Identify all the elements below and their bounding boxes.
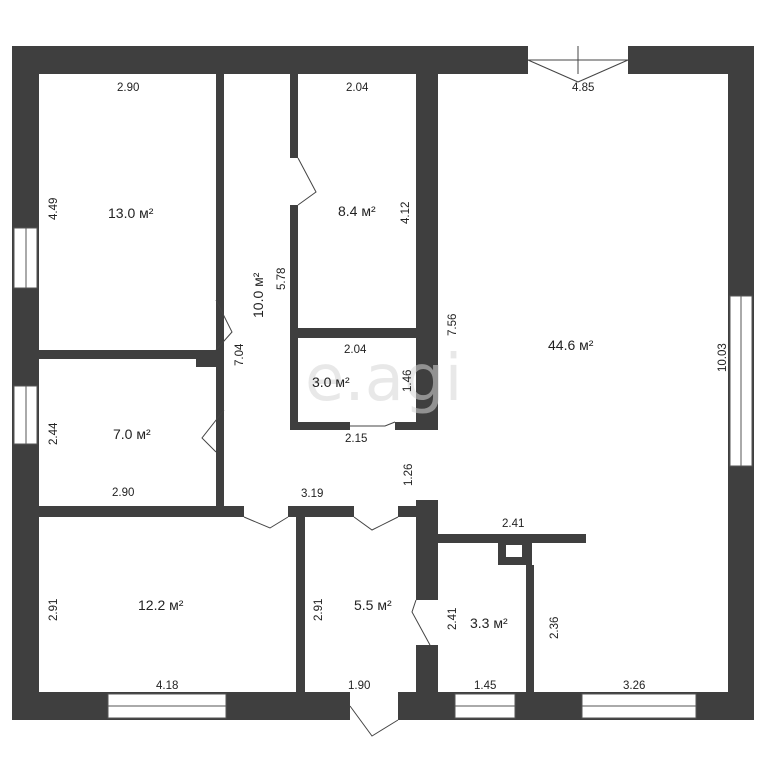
dimension-label: 7.04 [234, 343, 246, 366]
dimension-label: 2.41 [502, 518, 524, 530]
dimension-label: 5.78 [276, 268, 288, 290]
dimension-labels: 2.90 4.49 2.04 4.12 4.85 5.78 7.04 7.56 … [48, 82, 729, 692]
dimension-label: 2.91 [313, 599, 325, 621]
dimension-label: 4.85 [572, 82, 594, 94]
dimension-label: 2.91 [48, 599, 60, 621]
ventilation-shaft [506, 545, 522, 557]
dimension-label: 3.26 [623, 680, 645, 692]
watermark: e.agi [305, 342, 462, 416]
dimension-label: 2.44 [48, 422, 60, 445]
dimension-label: 1.26 [403, 464, 415, 486]
room-area-label: 8.4 м² [338, 203, 376, 219]
room-area-label: 3.3 м² [470, 615, 508, 631]
dimension-label: 2.36 [549, 617, 561, 639]
room-areas: 13.0 м² 8.4 м² 10.0 м² 3.0 м² 7.0 м² 44.… [108, 203, 594, 631]
room-area-label: 5.5 м² [354, 597, 392, 613]
doors [201, 46, 629, 737]
dimension-label: 4.18 [156, 680, 178, 692]
dimension-label: 1.46 [402, 370, 414, 392]
dimension-label: 2.90 [117, 82, 139, 94]
dimension-label: 4.12 [400, 202, 412, 224]
dimension-label: 1.90 [348, 680, 370, 692]
room-area-label: 7.0 м² [113, 426, 151, 442]
dimension-label: 4.49 [48, 198, 60, 220]
windows [13, 227, 753, 719]
dimension-label: 2.15 [345, 433, 367, 445]
room-area-label: 12.2 м² [138, 597, 184, 613]
dimension-label: 7.56 [447, 314, 459, 336]
dimension-label: 2.04 [346, 82, 369, 94]
room-area-label: 13.0 м² [108, 205, 154, 221]
dimension-label: 3.19 [301, 488, 323, 500]
room-area-label: 44.6 м² [548, 337, 594, 353]
dimension-label: 2.04 [344, 344, 367, 356]
dimension-label: 10.03 [717, 343, 729, 372]
dimension-label: 2.90 [112, 487, 134, 499]
room-area-label: 10.0 м² [250, 272, 266, 318]
room-area-label: 3.0 м² [312, 374, 350, 390]
dimension-label: 1.45 [474, 680, 496, 692]
dimension-label: 2.41 [447, 608, 459, 630]
